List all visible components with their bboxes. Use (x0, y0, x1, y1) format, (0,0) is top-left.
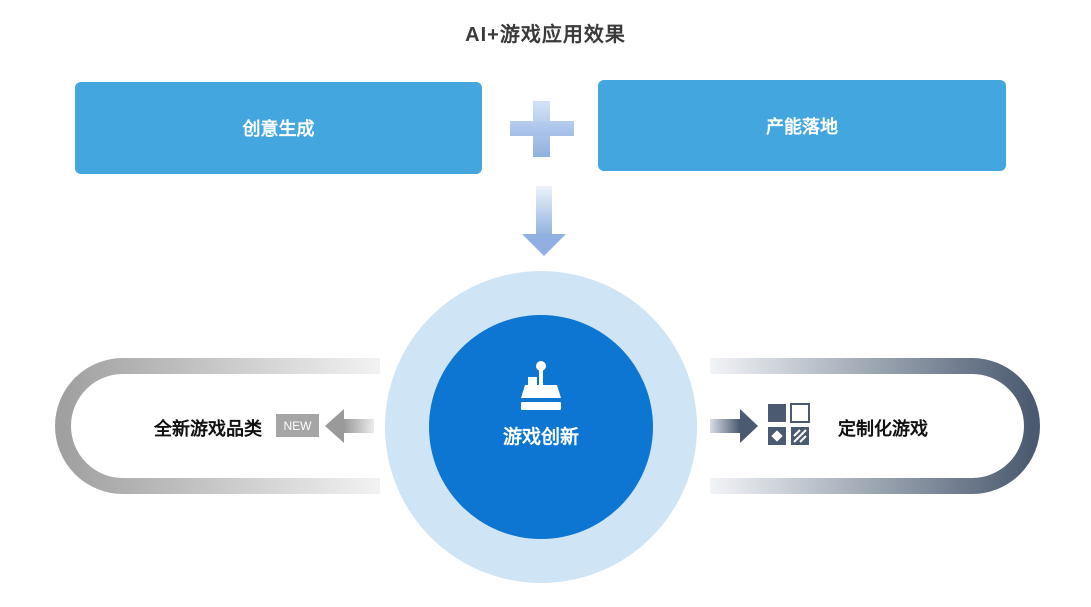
plus-icon (510, 101, 574, 157)
new-game-category-label: 全新游戏品类 (154, 419, 262, 439)
down-arrow (522, 186, 566, 256)
page-title: AI+游戏应用效果 (465, 24, 626, 46)
joystick-icon (521, 361, 561, 410)
customized-game-label: 定制化游戏 (838, 419, 928, 439)
creative-generation-box: 创意生成 (75, 82, 482, 174)
game-innovation-label: 游戏创新 (502, 427, 579, 448)
new-badge: NEW (276, 414, 319, 437)
grid-blocks-icon (768, 403, 810, 445)
production-landing-label: 产能落地 (766, 116, 838, 137)
right-loop (710, 358, 1040, 494)
left-loop (55, 358, 380, 494)
right-arrow (710, 409, 758, 443)
inner-circle (429, 315, 653, 539)
creative-generation-label: 创意生成 (242, 119, 315, 139)
left-arrow (325, 409, 374, 443)
production-landing-box: 产能落地 (598, 80, 1006, 171)
